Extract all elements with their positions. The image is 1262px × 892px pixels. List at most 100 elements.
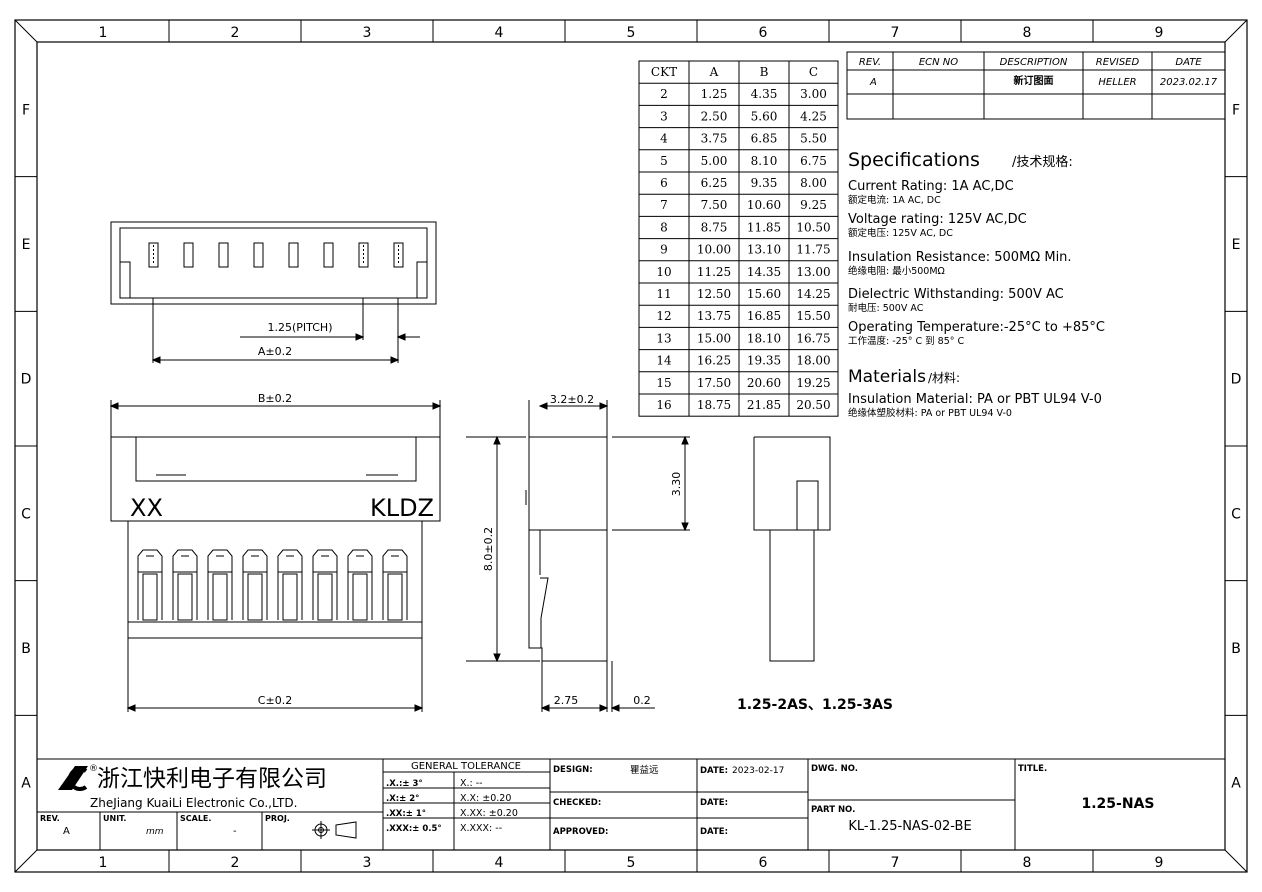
proj-label: PROJ. bbox=[265, 814, 290, 823]
ckt-cell: 15 bbox=[656, 376, 671, 390]
ckt-cell: 4.25 bbox=[800, 109, 827, 123]
ckt-cell: 20.60 bbox=[747, 376, 781, 390]
marking-left: XX bbox=[130, 494, 163, 522]
ckt-cell: 17.50 bbox=[697, 376, 731, 390]
side-view bbox=[466, 400, 690, 712]
ckt-cell: 14.25 bbox=[796, 287, 830, 301]
zone-row-right: C bbox=[1231, 506, 1241, 522]
title-value: 1.25-NAS bbox=[1082, 796, 1155, 812]
ckt-cell: 16 bbox=[656, 398, 671, 412]
spec-line-cn: 耐电压: 500V AC bbox=[848, 302, 924, 314]
ckt-cell: 10.50 bbox=[796, 220, 830, 234]
company-name-cn: 浙江快利电子有限公司 bbox=[97, 766, 327, 792]
ckt-cell: 5.00 bbox=[701, 154, 728, 168]
ckt-cell: 8 bbox=[660, 220, 668, 234]
rev-label: REV. bbox=[40, 814, 60, 823]
ckt-cell: 3 bbox=[660, 109, 668, 123]
date-label-checked: DATE: bbox=[700, 798, 728, 808]
ckt-cell: 9.25 bbox=[800, 198, 827, 212]
tolerance-linear: X.X: ±0.20 bbox=[460, 793, 511, 804]
spec-line: Operating Temperature:-25°C to +85°C bbox=[848, 320, 1105, 335]
zone-row-left: D bbox=[21, 372, 32, 388]
ckt-cell: 18.00 bbox=[796, 354, 830, 368]
ckt-header: CKT bbox=[651, 65, 677, 79]
tolerance-rows: .X.:± 3°.X:± 2°.XX:± 1°.XXX:± 0.5°X.: --… bbox=[386, 778, 518, 834]
rev-header: DESCRIPTION bbox=[1000, 57, 1068, 68]
design-label: DESIGN: bbox=[553, 765, 593, 775]
slot bbox=[358, 242, 369, 268]
ckt-cell: 6 bbox=[660, 176, 668, 190]
contact-windows bbox=[137, 549, 408, 621]
c-dimension: C±0.2 bbox=[258, 694, 292, 707]
ckt-cell: 16.25 bbox=[697, 354, 731, 368]
variant-note: 1.25-2AS、1.25-3AS bbox=[737, 697, 893, 713]
rev-value: A bbox=[63, 826, 70, 837]
width-dimension: 3.2±0.2 bbox=[550, 393, 594, 406]
ckt-cell: 10 bbox=[656, 265, 671, 279]
alt-side-view bbox=[753, 436, 831, 662]
zone-col-bottom: 5 bbox=[627, 855, 636, 871]
rev-header: DATE bbox=[1175, 57, 1202, 68]
pitch-dimension: 1.25(PITCH) bbox=[268, 321, 333, 334]
ckt-cell: 6.25 bbox=[701, 176, 728, 190]
scale-value: - bbox=[233, 826, 237, 837]
ckt-cell: 14.35 bbox=[747, 265, 781, 279]
unit-label: UNIT. bbox=[103, 814, 126, 823]
ckt-cell: 11.85 bbox=[747, 220, 781, 234]
zone-col-top: 8 bbox=[1023, 25, 1032, 41]
zone-col-top: 9 bbox=[1155, 25, 1164, 41]
tolerance-angle: .X.:± 3° bbox=[386, 779, 423, 789]
d275-dimension: 2.75 bbox=[554, 694, 579, 707]
ckt-cell: 18.75 bbox=[697, 398, 731, 412]
ckt-cell: 16.85 bbox=[747, 309, 781, 323]
zone-col-top: 3 bbox=[363, 25, 372, 41]
ckt-cell: 8.75 bbox=[701, 220, 728, 234]
ckt-cell: 3.75 bbox=[701, 132, 728, 146]
materials-cn: 绝缘体塑胶材料: PA or PBT UL94 V-0 bbox=[848, 407, 1012, 419]
zone-row-right: A bbox=[1231, 776, 1241, 792]
ckt-cell: 9 bbox=[660, 243, 668, 257]
ckt-cell: 18.10 bbox=[747, 331, 781, 345]
rev-header: ECN NO bbox=[919, 57, 958, 68]
zone-col-bottom: 9 bbox=[1155, 855, 1164, 871]
ckt-cell: 8.00 bbox=[800, 176, 827, 190]
ckt-cell: 9.35 bbox=[751, 176, 778, 190]
outer-frame bbox=[14, 19, 1248, 873]
zone-row-left: A bbox=[21, 776, 31, 792]
tolerance-linear: X.XXX: -- bbox=[460, 823, 502, 834]
spec-line-cn: 额定电流: 1A AC, DC bbox=[848, 194, 941, 206]
top-view bbox=[110, 221, 437, 364]
zone-row-left: C bbox=[21, 506, 31, 522]
ckt-cell: 4 bbox=[660, 132, 668, 146]
zone-col-top: 6 bbox=[759, 25, 768, 41]
company-name-en: ZheJiang KuaiLi Electronic Co.,LTD. bbox=[90, 796, 297, 810]
materials-en: Insulation Material: PA or PBT UL94 V-0 bbox=[848, 392, 1102, 407]
ckt-cell: 13.10 bbox=[747, 243, 781, 257]
contact-window bbox=[242, 549, 268, 620]
spec-title-cn: /技术规格: bbox=[1012, 154, 1073, 170]
ckt-cell: 7 bbox=[660, 198, 668, 212]
scale-label: SCALE. bbox=[180, 814, 211, 823]
ckt-cell: 5.50 bbox=[800, 132, 827, 146]
zone-col-bottom: 2 bbox=[231, 855, 240, 871]
date-label-design: DATE: bbox=[700, 766, 728, 776]
total-height-dimension: 8.0±0.2 bbox=[482, 527, 495, 571]
tolerance-linear: X.: -- bbox=[460, 778, 483, 789]
ckt-cell: 2.50 bbox=[701, 109, 728, 123]
zone-col-bottom: 8 bbox=[1023, 855, 1032, 871]
ckt-cell: 13.75 bbox=[697, 309, 731, 323]
slot bbox=[148, 242, 159, 268]
ckt-cell: 6.85 bbox=[751, 132, 778, 146]
zone-col-top: 7 bbox=[891, 25, 900, 41]
zone-col-bottom: 3 bbox=[363, 855, 372, 871]
marking-right: KLDZ bbox=[370, 494, 434, 522]
design-value: 瞿益远 bbox=[630, 764, 659, 776]
materials-title: Materials bbox=[848, 367, 926, 387]
zone-col-bottom: 7 bbox=[891, 855, 900, 871]
ckt-cell: 11 bbox=[656, 287, 671, 301]
ckt-cell: 6.75 bbox=[800, 154, 827, 168]
ckt-cell: 20.50 bbox=[796, 398, 830, 412]
contact-window bbox=[347, 549, 373, 620]
